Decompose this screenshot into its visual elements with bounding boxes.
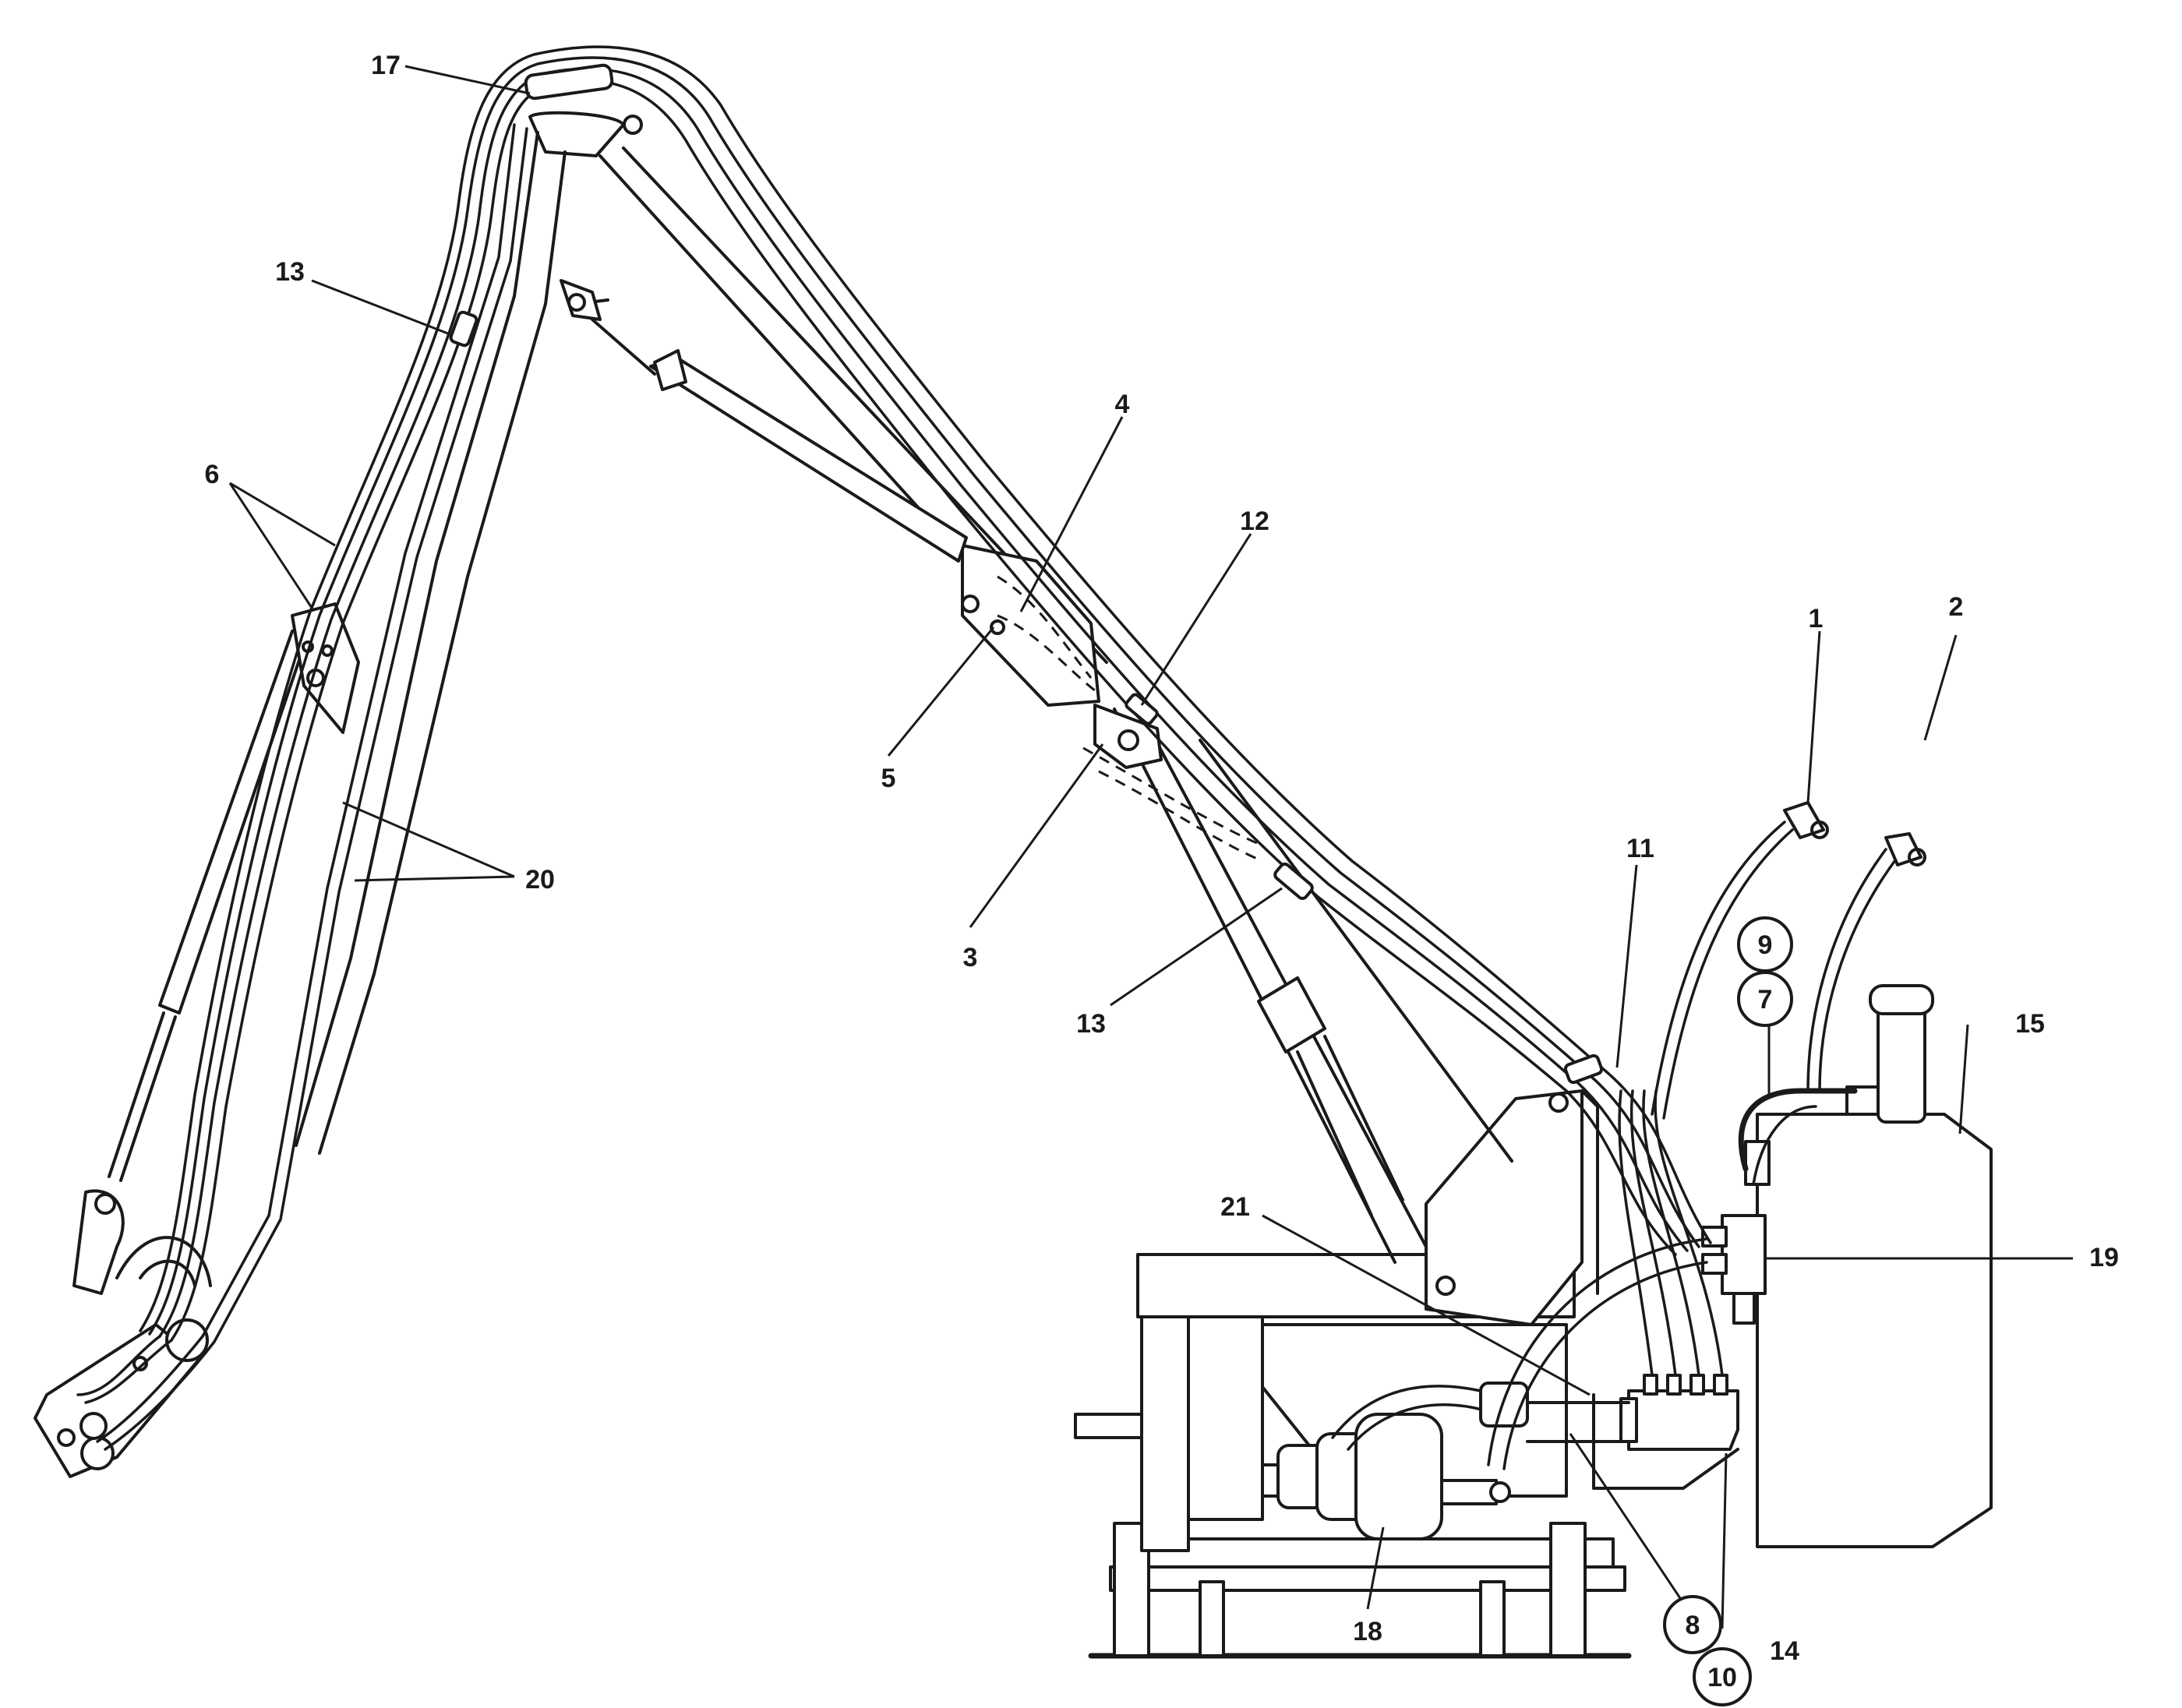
callout-10: 10 (1707, 1663, 1737, 1692)
callout-3: 3 (963, 943, 978, 972)
mast (1113, 708, 1599, 1326)
hose-bundle (76, 45, 1724, 1470)
control-cables (1651, 801, 1926, 1120)
callout-2: 2 (1949, 592, 1964, 622)
callout-labels: 17 13 6 20 4 5 12 3 13 11 1 2 15 19 21 1… (205, 51, 2119, 1706)
callout-13-lower: 13 (1076, 1009, 1106, 1039)
callout-15: 15 (2015, 1009, 2045, 1039)
callout-20: 20 (525, 865, 555, 895)
callout-1: 1 (1809, 604, 1824, 633)
callout-11: 11 (1626, 834, 1654, 863)
callout-13-upper: 13 (275, 257, 305, 287)
callout-4: 4 (1115, 390, 1130, 419)
dipper-arm (34, 131, 567, 1478)
callout-14: 14 (1770, 1636, 1799, 1666)
control-valve-bank (1526, 1374, 1739, 1490)
callout-5: 5 (881, 764, 896, 793)
callout-19: 19 (2089, 1243, 2119, 1272)
callout-12: 12 (1240, 506, 1269, 536)
callout-21: 21 (1220, 1192, 1250, 1222)
callout-18: 18 (1353, 1617, 1382, 1646)
callout-9: 9 (1758, 930, 1773, 960)
leader-lines (228, 65, 2073, 1629)
main-boom (528, 111, 1263, 863)
hydraulic-tank (1701, 984, 1993, 1548)
callout-7: 7 (1758, 985, 1773, 1015)
callout-6: 6 (205, 460, 220, 489)
callout-17: 17 (371, 51, 401, 80)
callout-8: 8 (1686, 1611, 1700, 1640)
hydraulic-pump (1276, 1382, 1529, 1540)
